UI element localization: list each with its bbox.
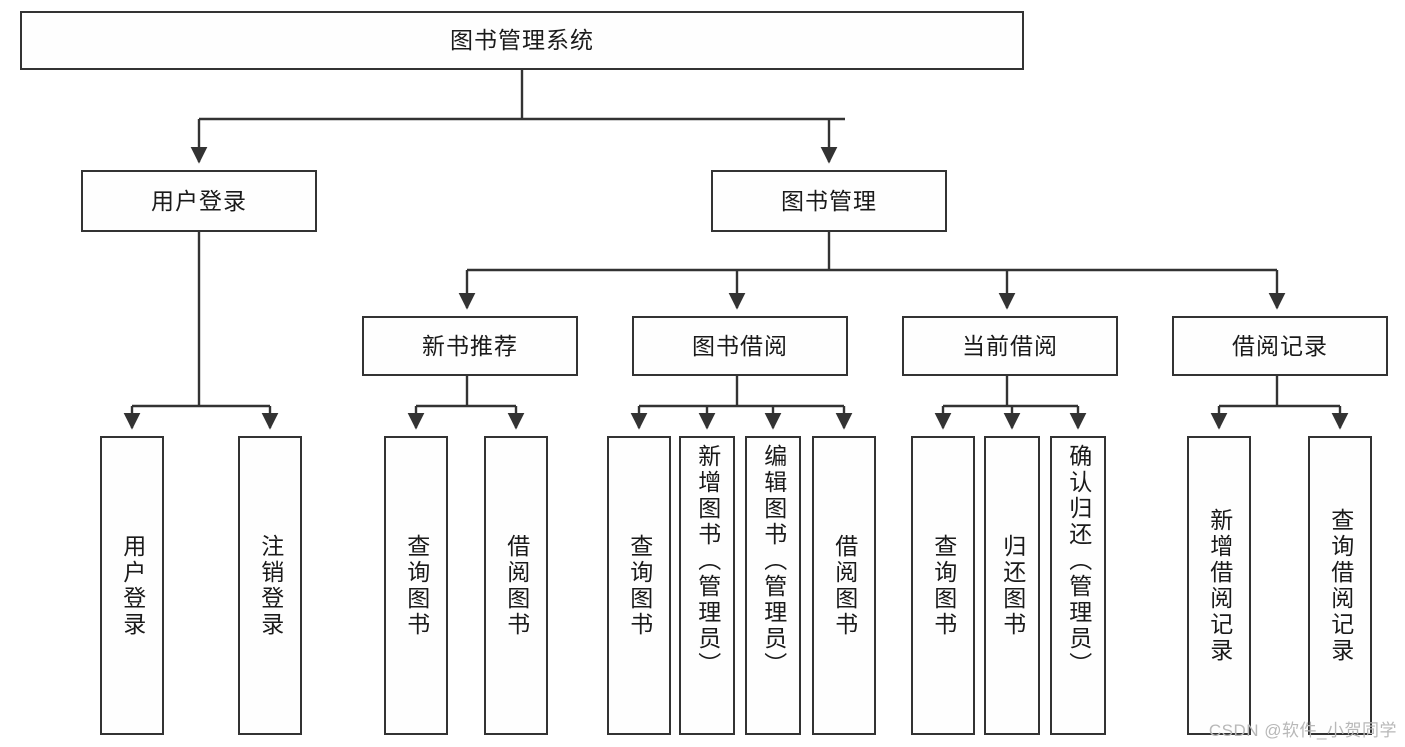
leaf-query-borrow-record[interactable]: 查询借阅记录 (1308, 436, 1372, 735)
leaf-add-book-admin-label: 新增图书（管理员） (694, 444, 721, 678)
node-root[interactable]: 图书管理系统 (20, 11, 1024, 70)
leaf-add-borrow-record-label: 新增借阅记录 (1206, 507, 1233, 664)
leaf-query-book-recommend[interactable]: 查询图书 (384, 436, 448, 735)
node-current-borrow-label: 当前借阅 (962, 332, 1058, 359)
leaf-confirm-return-admin-label: 确认归还（管理员） (1065, 444, 1092, 678)
leaf-edit-book-admin[interactable]: 编辑图书（管理员） (745, 436, 801, 735)
node-user-login-label: 用户登录 (151, 187, 247, 214)
leaf-logout-label: 注销登录 (257, 533, 284, 638)
leaf-user-login-label: 用户登录 (119, 533, 146, 638)
leaf-query-book-current-label: 查询图书 (930, 533, 957, 638)
leaf-add-book-admin[interactable]: 新增图书（管理员） (679, 436, 735, 735)
leaf-borrow-book-recommend-label: 借阅图书 (503, 533, 530, 638)
node-borrow-record[interactable]: 借阅记录 (1172, 316, 1388, 376)
leaf-borrow-book-label: 借阅图书 (831, 533, 858, 638)
node-book-management[interactable]: 图书管理 (711, 170, 947, 232)
node-current-borrow[interactable]: 当前借阅 (902, 316, 1118, 376)
leaf-confirm-return-admin[interactable]: 确认归还（管理员） (1050, 436, 1106, 735)
leaf-query-book-borrow[interactable]: 查询图书 (607, 436, 671, 735)
csdn-watermark: CSDN @软件_小贺同学 (1208, 721, 1397, 740)
leaf-add-borrow-record[interactable]: 新增借阅记录 (1187, 436, 1251, 735)
leaf-borrow-book-recommend[interactable]: 借阅图书 (484, 436, 548, 735)
node-book-borrow-label: 图书借阅 (692, 332, 788, 359)
leaf-logout[interactable]: 注销登录 (238, 436, 302, 735)
leaf-user-login[interactable]: 用户登录 (100, 436, 164, 735)
leaf-query-book-current[interactable]: 查询图书 (911, 436, 975, 735)
node-borrow-record-label: 借阅记录 (1232, 332, 1328, 359)
node-new-book-recommend[interactable]: 新书推荐 (362, 316, 578, 376)
leaf-return-book-label: 归还图书 (999, 533, 1026, 638)
leaf-borrow-book[interactable]: 借阅图书 (812, 436, 876, 735)
node-user-login[interactable]: 用户登录 (81, 170, 317, 232)
leaf-edit-book-admin-label: 编辑图书（管理员） (760, 444, 787, 678)
leaf-query-book-recommend-label: 查询图书 (403, 533, 430, 638)
node-book-borrow[interactable]: 图书借阅 (632, 316, 848, 376)
node-book-management-label: 图书管理 (781, 187, 877, 214)
leaf-return-book[interactable]: 归还图书 (984, 436, 1040, 735)
node-root-label: 图书管理系统 (450, 27, 594, 54)
leaf-query-borrow-record-label: 查询借阅记录 (1327, 507, 1354, 664)
leaf-query-book-borrow-label: 查询图书 (626, 533, 653, 638)
node-new-book-recommend-label: 新书推荐 (422, 332, 518, 359)
